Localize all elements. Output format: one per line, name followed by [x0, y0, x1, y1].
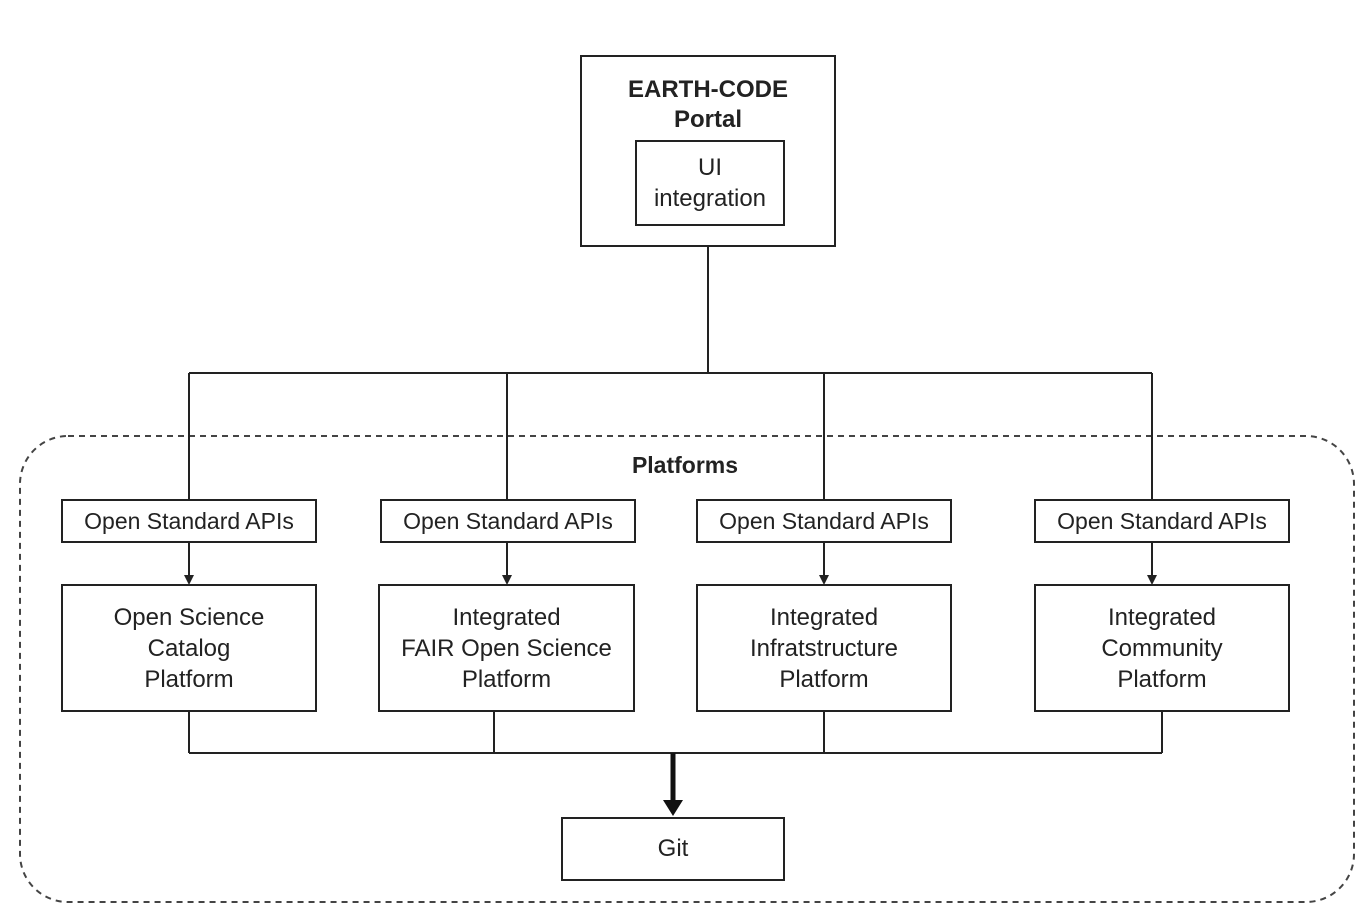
open-standard-apis-label-4: Open Standard APIs	[1057, 508, 1267, 534]
ui-integration-line-1: UI	[697, 154, 722, 181]
open-standard-apis-label-3: Open Standard APIs	[719, 508, 929, 534]
open-science-catalog-platform-box[interactable]: Open Science Catalog Platform	[61, 584, 317, 712]
open-standard-apis-box-3[interactable]: Open Standard APIs	[696, 499, 952, 543]
platform-4-line-3: Platform	[1117, 665, 1207, 693]
platform-3-line-1: Integrated	[769, 603, 879, 631]
ui-integration-box[interactable]: UI integration	[635, 140, 785, 226]
portal-title-line-2: Portal	[673, 106, 742, 133]
integrated-fair-open-science-platform-box[interactable]: Integrated FAIR Open Science Platform	[378, 584, 635, 712]
platform-4-line-1: Integrated	[1107, 603, 1217, 631]
platform-label-1: Open Science Catalog Platform	[114, 602, 265, 695]
platform-1-line-2: Catalog	[147, 634, 231, 662]
platform-label-4: Integrated Community Platform	[1101, 602, 1222, 695]
platform-3-line-2: Infratstructure	[749, 634, 899, 662]
git-label: Git	[657, 835, 689, 862]
platform-1-line-3: Platform	[144, 665, 234, 693]
platform-4-line-2: Community	[1101, 634, 1223, 662]
ui-integration-line-2: integration	[653, 185, 767, 212]
open-standard-apis-box-2[interactable]: Open Standard APIs	[380, 499, 636, 543]
platform-1-line-1: Open Science	[113, 603, 265, 631]
platform-label-3: Integrated Infratstructure Platform	[750, 602, 898, 695]
integrated-community-platform-box[interactable]: Integrated Community Platform	[1034, 584, 1290, 712]
portal-title: EARTH-CODE Portal	[582, 75, 834, 135]
open-standard-apis-box-4[interactable]: Open Standard APIs	[1034, 499, 1290, 543]
platform-3-line-3: Platform	[779, 665, 869, 693]
platforms-group-label: Platforms	[631, 452, 739, 478]
open-standard-apis-box-1[interactable]: Open Standard APIs	[61, 499, 317, 543]
open-standard-apis-label-1: Open Standard APIs	[84, 508, 294, 534]
platform-2-line-3: Platform	[461, 665, 552, 693]
open-standard-apis-label-2: Open Standard APIs	[403, 508, 613, 534]
platform-2-line-1: Integrated	[452, 603, 561, 631]
git-box[interactable]: Git	[561, 817, 785, 881]
ui-integration-label: UI integration	[654, 152, 766, 214]
portal-title-line-1: EARTH-CODE	[628, 76, 788, 103]
platform-2-line-2: FAIR Open Science	[401, 634, 612, 662]
integrated-infrastructure-platform-box[interactable]: Integrated Infratstructure Platform	[696, 584, 952, 712]
platform-label-2: Integrated FAIR Open Science Platform	[401, 602, 612, 695]
platforms-group-border	[19, 435, 1355, 903]
bus-to-git-arrowhead	[663, 800, 683, 816]
